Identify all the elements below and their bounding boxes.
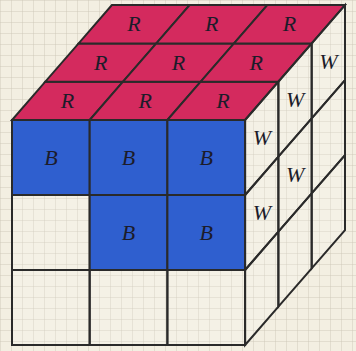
face-letter: W bbox=[253, 202, 271, 224]
face-letter: R bbox=[172, 52, 185, 74]
face-letter: W bbox=[286, 164, 304, 186]
face-letter: B bbox=[122, 222, 135, 244]
face-letter: W bbox=[286, 89, 304, 111]
face-letter: R bbox=[61, 90, 74, 112]
side-cell bbox=[245, 232, 278, 345]
face-letter: B bbox=[44, 147, 57, 169]
front-cell bbox=[12, 120, 90, 195]
face-letter: R bbox=[216, 90, 229, 112]
face-letter: B bbox=[200, 147, 213, 169]
face-letter: R bbox=[94, 52, 107, 74]
side-cell bbox=[312, 155, 345, 268]
face-letter: W bbox=[319, 51, 337, 73]
face-letter: W bbox=[253, 127, 271, 149]
face-letter: R bbox=[127, 13, 140, 35]
side-cell bbox=[278, 193, 311, 306]
front-cell bbox=[90, 270, 168, 345]
face-letter: R bbox=[283, 13, 296, 35]
face-letter: R bbox=[138, 90, 151, 112]
front-cell bbox=[167, 195, 245, 270]
front-cell bbox=[12, 195, 90, 270]
front-cell bbox=[167, 120, 245, 195]
front-cell bbox=[167, 270, 245, 345]
face-letter: B bbox=[200, 222, 213, 244]
front-cell bbox=[90, 195, 168, 270]
front-cell bbox=[90, 120, 168, 195]
front-cell bbox=[12, 270, 90, 345]
face-letter: B bbox=[122, 147, 135, 169]
face-letter: R bbox=[249, 52, 262, 74]
face-letter: R bbox=[205, 13, 218, 35]
